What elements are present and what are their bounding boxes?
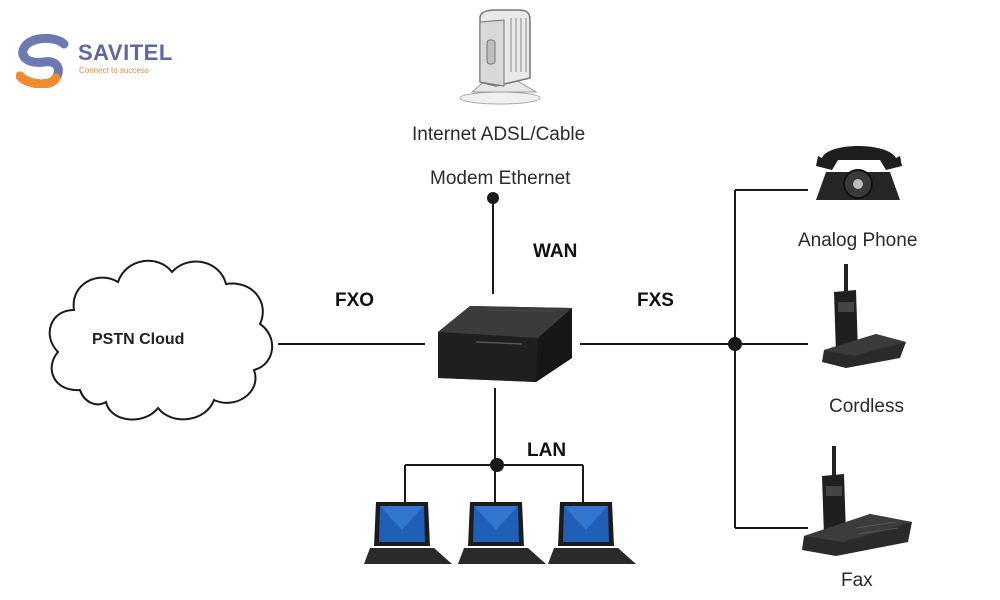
gateway-icon	[438, 306, 572, 382]
fax-label: Fax	[841, 570, 873, 591]
fxs-junction-dot	[728, 337, 742, 351]
logo-name: SAVITEL	[78, 40, 173, 65]
analog-phone-label: Analog Phone	[798, 230, 918, 251]
lan-label: LAN	[527, 440, 567, 461]
fxo-label: FXO	[335, 290, 375, 311]
modem-label-line1: Internet ADSL/Cable	[412, 124, 586, 145]
cloud-icon	[48, 259, 274, 421]
laptop-icon	[548, 502, 636, 564]
modem-icon	[459, 9, 541, 105]
analog-phone-icon	[816, 146, 902, 200]
laptop-icon	[364, 502, 452, 564]
lan-junction-dot	[490, 458, 504, 472]
wan-junction-dot	[487, 192, 499, 204]
modem-label-line2: Modem Ethernet	[430, 168, 571, 189]
wan-label: WAN	[533, 241, 578, 262]
fax-icon	[802, 446, 912, 556]
savitel-logo-icon	[16, 34, 69, 88]
fxs-label: FXS	[637, 290, 674, 311]
cloud-label: PSTN Cloud	[92, 331, 185, 348]
cordless-label: Cordless	[829, 396, 904, 417]
cordless-phone-icon	[822, 264, 906, 368]
laptop-icon	[458, 502, 546, 564]
logo-tagline: Connect to success	[79, 66, 149, 75]
